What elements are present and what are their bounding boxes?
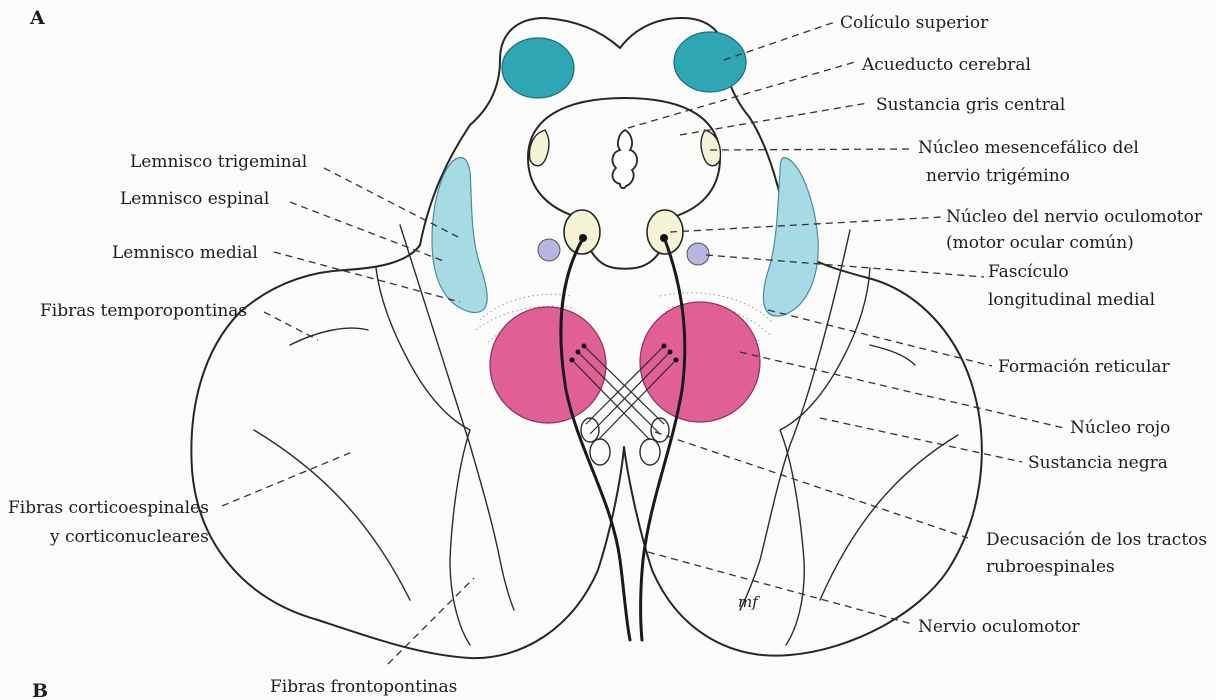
substantia-nigra-oval-right-1 xyxy=(651,418,669,442)
red-nucleus-left xyxy=(490,307,606,423)
label-fasciculo-2: longitudinal medial xyxy=(988,290,1155,310)
label-fibras-temporopontinas: Fibras temporopontinas xyxy=(40,301,247,321)
label-fibras-corticoespinales-1: Fibras corticoespinales xyxy=(8,498,209,518)
leader-temporo xyxy=(264,312,318,340)
label-sustancia-negra: Sustancia negra xyxy=(1028,453,1168,473)
lemniscus-right xyxy=(763,158,818,317)
leader-nervio xyxy=(648,552,912,624)
substantia-nigra-oval-left-1 xyxy=(581,418,599,442)
label-nucleo-oculomotor-1: Núcleo del nervio oculomotor xyxy=(946,207,1203,227)
crus-fold-left xyxy=(290,328,368,345)
superior-colliculus-right xyxy=(674,32,746,92)
crus-fold-right-2 xyxy=(820,435,958,600)
leader-fasciculo xyxy=(706,255,984,277)
label-decusacion-1: Decusación de los tractos xyxy=(986,530,1207,550)
cerebral-aqueduct xyxy=(613,130,638,188)
label-fibras-corticoespinales-2: y corticonucleares xyxy=(49,527,209,547)
substantia-nigra-oval-left-2 xyxy=(590,439,610,465)
crus-fold-right xyxy=(870,345,915,365)
mlf-left xyxy=(538,239,560,261)
red-nucleus-right xyxy=(640,302,760,422)
label-nucleo-oculomotor-2: (motor ocular común) xyxy=(946,233,1134,253)
label-acueducto-cerebral: Acueducto cerebral xyxy=(861,55,1031,75)
artist-signature: mf xyxy=(738,593,760,611)
leader-negra xyxy=(820,418,1022,462)
label-fasciculo-1: Fascículo xyxy=(988,262,1069,282)
leader-coliculo xyxy=(724,22,835,60)
label-fibras-frontopontinas: Fibras frontopontinas xyxy=(270,677,457,697)
label-lemnisco-espinal: Lemnisco espinal xyxy=(120,189,269,209)
label-nervio-oculomotor: Nervio oculomotor xyxy=(918,617,1081,637)
leader-fronto xyxy=(388,578,474,664)
peduncle-lateral-contour-left xyxy=(376,268,470,645)
substantia-nigra-oval-right-2 xyxy=(640,439,660,465)
oculomotor-nucleus-right xyxy=(647,210,683,254)
label-lemnisco-trigeminal: Lemnisco trigeminal xyxy=(130,152,307,172)
label-lemnisco-medial: Lemnisco medial xyxy=(112,243,258,263)
crus-fold-left-2 xyxy=(254,430,410,600)
leader-reticular xyxy=(768,310,992,366)
label-nucleo-mesencefalico-2: nervio trigémino xyxy=(926,166,1070,186)
leader-decus xyxy=(655,432,968,538)
panel-label-a: A xyxy=(29,7,45,29)
label-sustancia-gris-central: Sustancia gris central xyxy=(876,95,1065,115)
leader-cortico xyxy=(222,452,352,506)
oculomotor-nucleus-left xyxy=(564,210,600,254)
label-nucleo-rojo: Núcleo rojo xyxy=(1070,418,1170,438)
label-nucleo-mesencefalico-1: Núcleo mesencefálico del xyxy=(918,138,1139,158)
label-formacion-reticular: Formación reticular xyxy=(998,357,1171,377)
label-coliculo-superior: Colículo superior xyxy=(840,13,989,33)
superior-colliculus-left xyxy=(502,38,574,98)
label-decusacion-2: rubroespinales xyxy=(986,557,1115,577)
leader-gris xyxy=(680,103,868,135)
leader-mesenc xyxy=(710,149,912,150)
mesencephalic-trigeminal-nucleus-right xyxy=(701,130,720,166)
panel-label-b: B xyxy=(32,680,48,700)
mlf-right xyxy=(687,243,709,265)
